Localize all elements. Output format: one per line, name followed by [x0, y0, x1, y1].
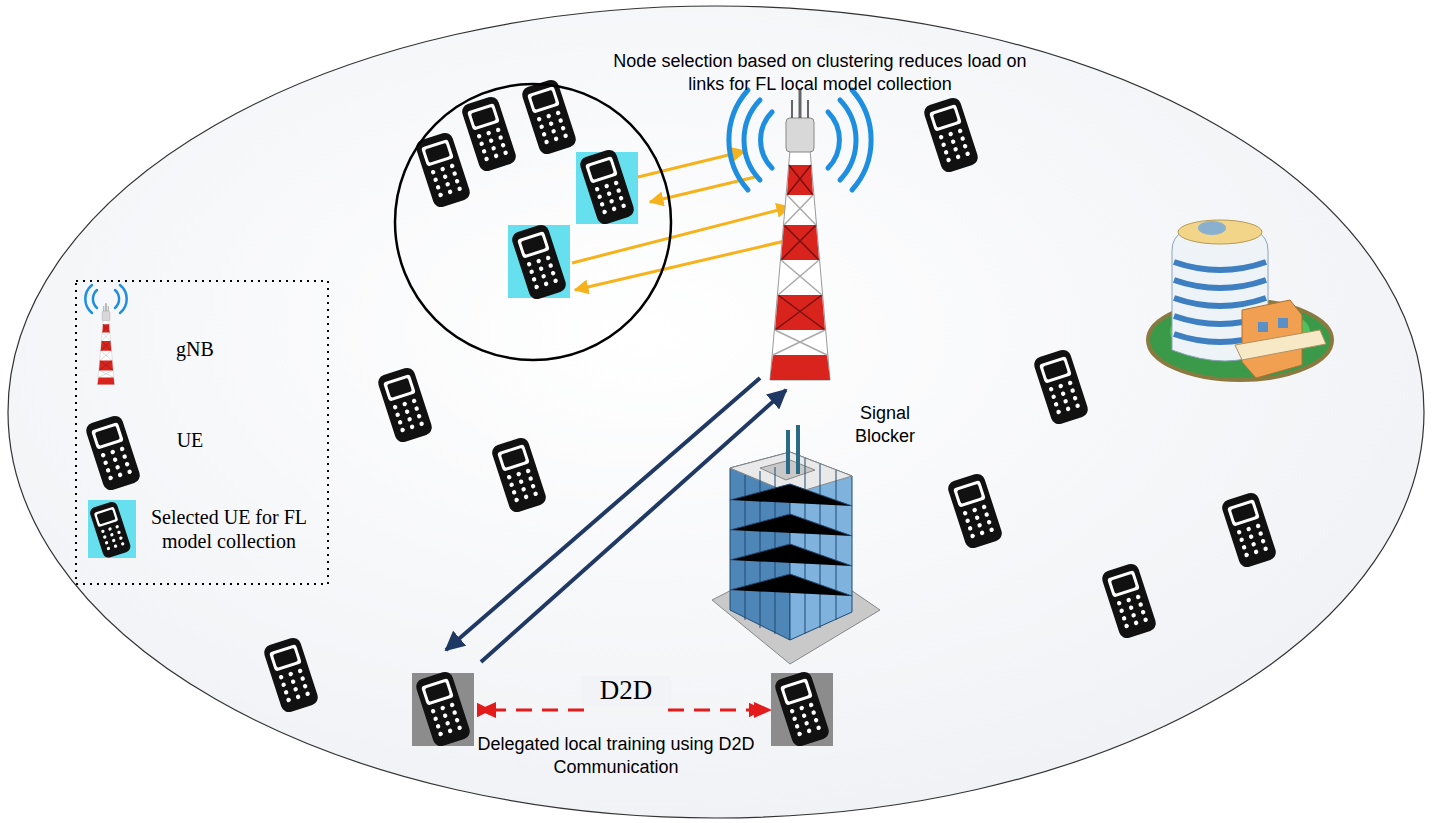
office-building — [1148, 220, 1332, 380]
signal-blocker-building — [712, 425, 880, 664]
cluster-circle: Node selection based on clustering reduc… — [393, 82, 673, 362]
blocker-label: Signal Blocker — [830, 402, 940, 449]
legend-text: gNB — [150, 337, 240, 361]
cluster-heading: Node selection based on clustering reduc… — [600, 50, 1040, 97]
legend-text: UE — [150, 428, 230, 452]
coverage-ellipse — [8, 6, 1424, 818]
d2d-label: D2D — [581, 676, 671, 706]
legend-box — [76, 281, 328, 584]
legend-text: Selected UE for FL model collection — [132, 505, 326, 553]
delegation-note: Delegated local training using D2D Commu… — [466, 733, 766, 780]
cluster-outline — [393, 82, 673, 362]
ue-phones — [84, 78, 1278, 714]
